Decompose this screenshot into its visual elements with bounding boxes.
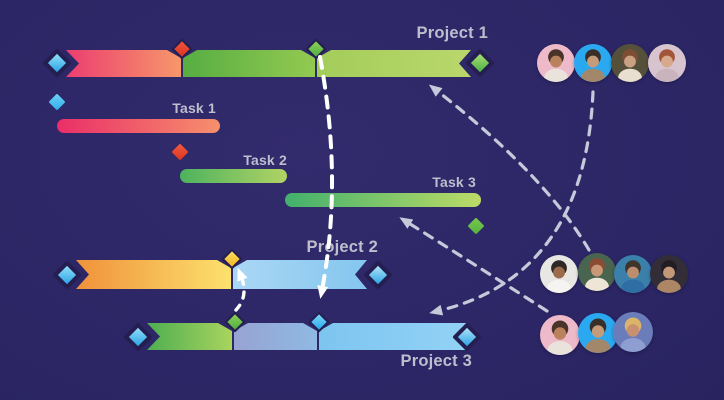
person-icon — [648, 44, 686, 82]
avatar-photo[interactable] — [537, 44, 575, 82]
avatar-photo[interactable] — [611, 44, 649, 82]
project1-bar-segment-2[interactable] — [183, 50, 315, 77]
task1-label: Task 1 — [172, 100, 216, 116]
task2-milestone-diamond[interactable] — [171, 143, 189, 161]
project1-bar-segment-1[interactable] — [66, 50, 181, 77]
person-icon — [540, 315, 580, 355]
project1-label: Project 1 — [416, 24, 488, 42]
task1-milestone-diamond[interactable] — [48, 93, 66, 111]
avatar-photo[interactable] — [540, 315, 580, 355]
project2-start-milestone-diamond[interactable] — [52, 260, 82, 290]
project3-label: Project 3 — [400, 352, 472, 370]
project3-bar-segment-2[interactable] — [234, 323, 317, 350]
arrow-team2-to-project1 — [428, 84, 591, 252]
person-icon — [537, 44, 575, 82]
person-icon — [574, 44, 612, 82]
avatar-photo[interactable] — [540, 255, 578, 293]
avatar-photo[interactable] — [614, 255, 652, 293]
task3-milestone-diamond[interactable] — [467, 217, 485, 235]
project1-end-milestone-diamond[interactable] — [465, 48, 495, 78]
person-icon — [614, 255, 652, 293]
task2-label: Task 2 — [243, 152, 287, 168]
avatar-photo[interactable] — [578, 253, 616, 291]
person-icon — [578, 253, 616, 291]
person-icon — [650, 255, 688, 293]
project2-end-milestone-diamond[interactable] — [363, 260, 393, 290]
avatar-photo[interactable] — [578, 313, 618, 353]
project2-bar-segment-2[interactable] — [233, 260, 367, 289]
task3-bar[interactable] — [285, 193, 481, 207]
project3-start-milestone-diamond[interactable] — [123, 322, 153, 352]
project3-bar-segment-3[interactable] — [319, 323, 468, 350]
project3-bar-segment-1[interactable] — [147, 323, 232, 350]
avatar-photo[interactable] — [613, 312, 653, 352]
avatar-photo[interactable] — [574, 44, 612, 82]
task2-bar[interactable] — [180, 169, 287, 183]
avatar-photo[interactable] — [650, 255, 688, 293]
arrow-team3-to-task3 — [399, 217, 549, 313]
person-icon — [611, 44, 649, 82]
project2-label: Project 2 — [306, 238, 378, 256]
avatar-photo[interactable] — [648, 44, 686, 82]
project1-bar-segment-3[interactable] — [317, 50, 471, 77]
person-icon — [540, 255, 578, 293]
project2-bar-segment-1[interactable] — [76, 260, 231, 289]
task3-label: Task 3 — [432, 174, 476, 190]
person-icon — [578, 313, 618, 353]
person-icon — [613, 312, 653, 352]
task1-bar[interactable] — [57, 119, 220, 133]
project1-start-milestone-diamond[interactable] — [42, 48, 72, 78]
